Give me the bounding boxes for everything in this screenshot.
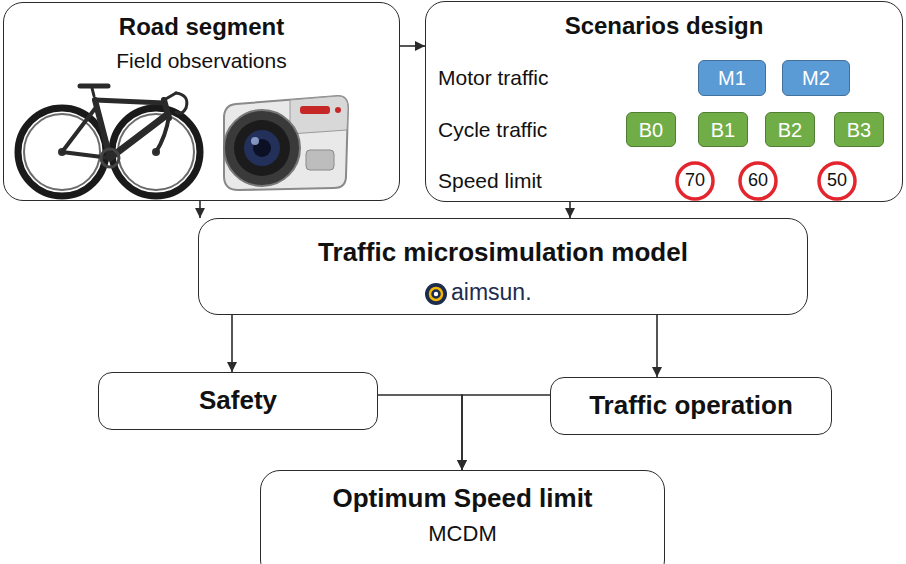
aimsun-logo-icon	[425, 283, 447, 305]
box-title: Traffic microsimulation model	[318, 237, 688, 268]
speed-value: 70	[685, 170, 705, 192]
box-title: Scenarios design	[565, 12, 764, 41]
output-box: Traffic operation	[550, 377, 832, 435]
flow-arrow	[231, 315, 233, 372]
speed-limit-sign: 50	[817, 161, 857, 201]
box-title: Optimum Speed limit	[332, 483, 592, 514]
scenarios-design-box: Scenarios designMotor trafficCycle traff…	[425, 1, 903, 202]
speed-sign-ring	[819, 163, 855, 199]
output-box: Safety	[98, 372, 378, 430]
speed-value: 60	[748, 170, 768, 192]
chip-label: B0	[639, 118, 663, 142]
speed-value: 50	[827, 170, 847, 192]
chip-label: B2	[778, 118, 802, 142]
box-subtitle: Field observations	[116, 48, 286, 73]
speed-sign-ring	[740, 163, 776, 199]
box-subtitle: MCDM	[428, 521, 496, 547]
speed-limit-sign: 70	[675, 161, 715, 201]
road-bike-illustration	[18, 86, 200, 196]
row-label: Motor traffic	[438, 65, 548, 90]
cycle-traffic-chip: B2	[765, 112, 815, 147]
row-label: Cycle traffic	[438, 117, 547, 142]
flow-arrow	[462, 395, 550, 470]
cycle-traffic-chip: B1	[698, 112, 748, 147]
motor-traffic-chip: M1	[698, 60, 766, 96]
microsimulation-box: Traffic microsimulation model aimsun.	[198, 218, 808, 315]
motor-traffic-chip: M2	[782, 60, 850, 96]
flow-arrow	[199, 201, 201, 218]
cycle-traffic-chip: B0	[626, 112, 676, 147]
chip-label: B3	[847, 118, 871, 142]
chip-label: B1	[711, 118, 735, 142]
box-title: Safety	[199, 385, 277, 416]
row-label: Speed limit	[438, 168, 542, 193]
speed-limit-sign: 60	[738, 161, 778, 201]
box-title: Road segment	[119, 13, 284, 42]
flow-arrow	[378, 395, 462, 470]
result-box: Optimum Speed limitMCDM	[260, 470, 665, 564]
flow-arrow	[400, 45, 425, 47]
cycle-traffic-chip: B3	[834, 112, 884, 147]
flow-arrow	[656, 315, 658, 377]
software-name: aimsun.	[451, 279, 532, 307]
box-title: Traffic operation	[589, 390, 793, 421]
chip-label: M2	[802, 66, 830, 90]
action-camera-illustration	[224, 96, 348, 190]
speed-sign-ring	[677, 163, 713, 199]
chip-label: M1	[718, 66, 746, 90]
flow-arrow	[569, 202, 571, 218]
road-segment-box: Road segmentField observations	[3, 2, 400, 201]
